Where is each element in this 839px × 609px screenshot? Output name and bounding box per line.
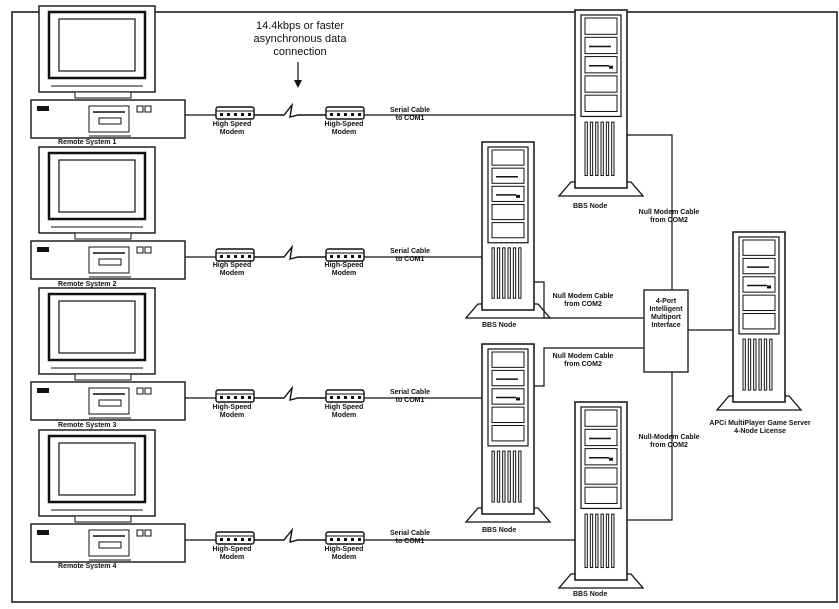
bbs-node-1-tower [559, 10, 643, 196]
game-server-tower [717, 232, 801, 410]
remote-system-3-label: Remote System 3 [58, 422, 116, 430]
bbs-node-4-tower [559, 402, 643, 588]
modem-right-4 [326, 532, 364, 544]
note-arrow-head [294, 80, 302, 88]
link-speed-note: 14.4kbps or faster asynchronous data con… [240, 20, 360, 59]
remote-system-1-label: Remote System 1 [58, 139, 116, 147]
link-note-line1: 14.4kbps or faster [240, 20, 360, 33]
game-server-label: APCi MultiPlayer Game Server 4-Node Lice… [685, 420, 835, 436]
async-link-4 [254, 530, 326, 542]
async-link-3 [254, 388, 326, 400]
bbs-node-2-tower [466, 142, 550, 318]
bbs-node-label-2: BBS Node [482, 322, 516, 330]
modem-left-3 [216, 390, 254, 402]
bbs-node-label-1: BBS Node [573, 203, 607, 211]
modem-left-2 [216, 249, 254, 261]
link-note-line3: connection [240, 46, 360, 59]
remote-system-3-computer [31, 288, 185, 420]
modem-left-1 [216, 107, 254, 119]
async-link-2 [254, 247, 326, 259]
async-link-1 [254, 105, 326, 117]
modem-right-1 [326, 107, 364, 119]
multiport-interface-label: 4-Port Intelligent Multiport Interface [639, 298, 693, 330]
modem-left-4 [216, 532, 254, 544]
modem-right-2 [326, 249, 364, 261]
bbs-node-label-4: BBS Node [573, 591, 607, 599]
bbs-node-3-tower [466, 344, 550, 522]
bbs-node-label-3: BBS Node [482, 527, 516, 535]
remote-system-4-computer [31, 430, 185, 562]
remote-system-2-label: Remote System 2 [58, 281, 116, 289]
remote-system-2-computer [31, 147, 185, 279]
remote-system-4-label: Remote System 4 [58, 563, 116, 571]
link-note-line2: asynchronous data [240, 33, 360, 46]
modem-right-3 [326, 390, 364, 402]
remote-system-1-computer [31, 6, 185, 138]
